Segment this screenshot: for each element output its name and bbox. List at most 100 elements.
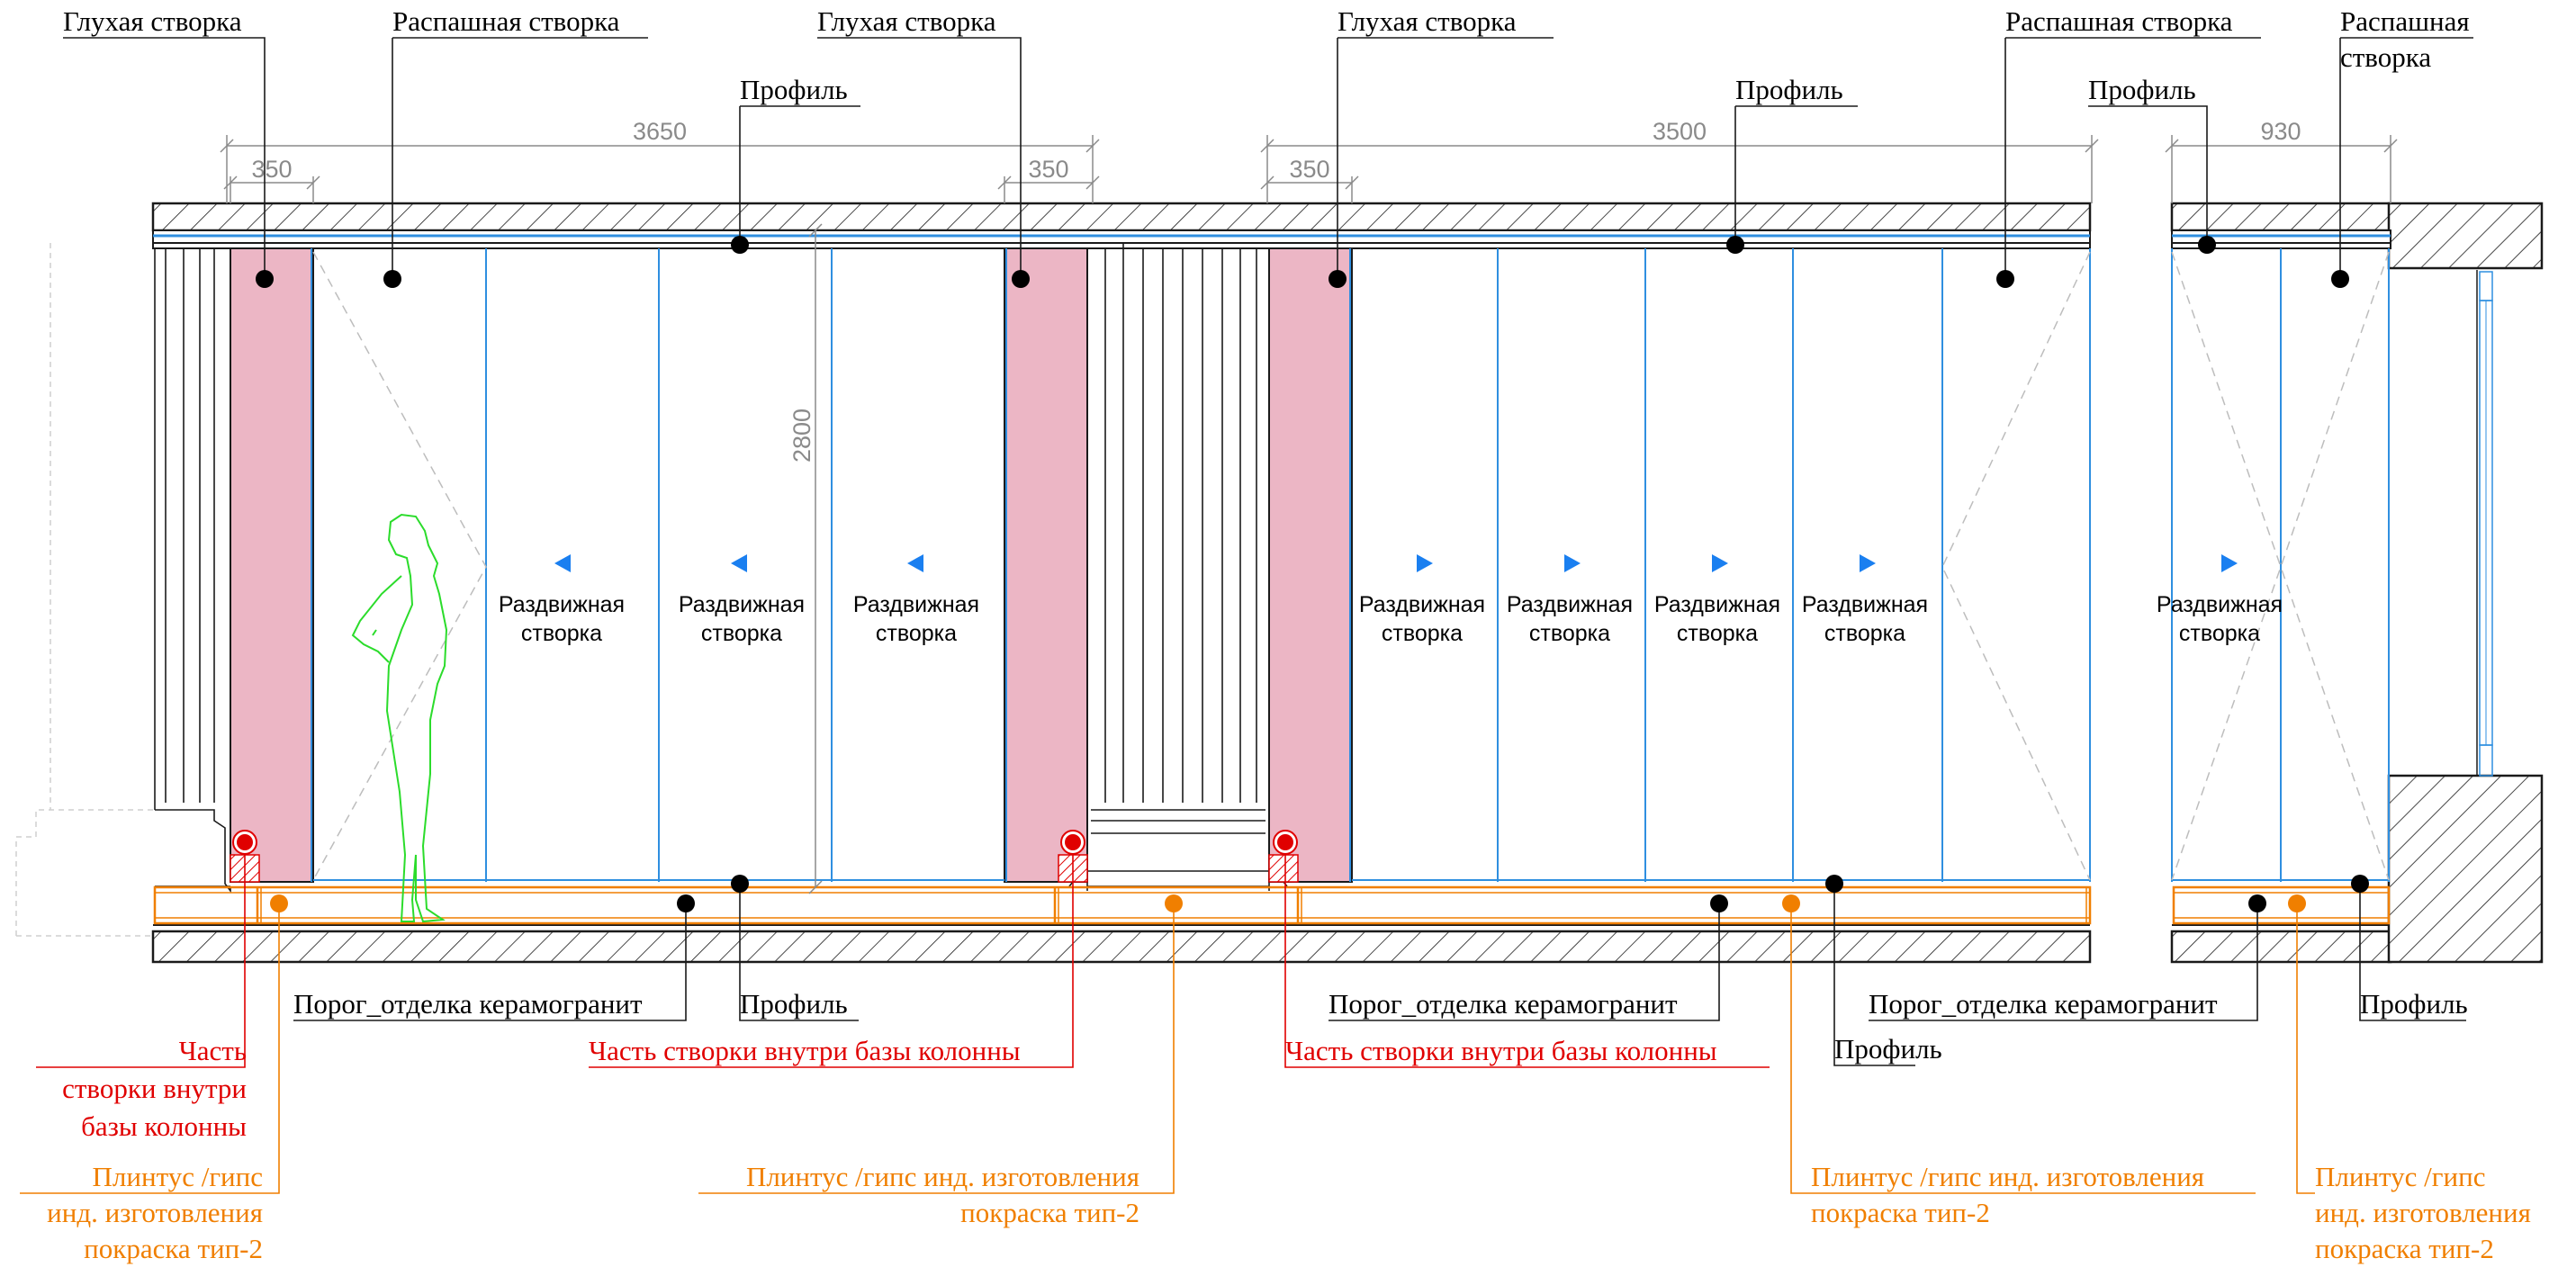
- ceiling-slab: [151, 202, 2544, 270]
- panel-label: створка: [1824, 621, 1905, 646]
- top-profile: [152, 229, 2391, 249]
- label-threshold-2: Порог_отделка керамогранит: [1329, 988, 1678, 1020]
- panel-label: Раздвижная: [1507, 592, 1633, 617]
- label-column-part-left: Часть: [179, 1035, 247, 1066]
- dimension-leaf-2: 350: [1028, 156, 1068, 183]
- floor-slab: [151, 924, 2392, 964]
- label-deaf-leaf-2: Глухая створка: [817, 5, 996, 37]
- marker-dot-orange: [270, 894, 288, 912]
- marker-dot: [2331, 270, 2349, 288]
- panel-label: Раздвижная: [1802, 592, 1928, 617]
- label-swing-leaf-2: Распашная створка: [2005, 5, 2233, 37]
- marker-dot: [2351, 875, 2369, 893]
- bottom-labels: Порог_отделка керамогранит Профиль Порог…: [47, 988, 2531, 1264]
- marker-dot: [731, 236, 749, 254]
- label-threshold-1: Порог_отделка керамогранит: [293, 988, 643, 1020]
- marker-dots: [232, 236, 2369, 912]
- label-plinth-left-line3: покраска тип-2: [84, 1233, 263, 1264]
- label-deaf-leaf-1: Глухая створка: [63, 5, 242, 37]
- panel-label: створка: [701, 621, 782, 646]
- human-figure: [351, 513, 448, 923]
- label-plinth-right-line2: покраска тип-2: [1811, 1197, 1990, 1228]
- label-plinth-left: Плинтус /гипс: [93, 1161, 263, 1192]
- dimension-span-1: 3650: [633, 118, 687, 145]
- marker-dot: [1825, 875, 1843, 893]
- label-plinth-mid-line2: покраска тип-2: [960, 1197, 1139, 1228]
- dimension-span-2: 3500: [1653, 118, 1707, 145]
- marker-dot: [1710, 894, 1728, 912]
- right-wall: [2387, 268, 2544, 964]
- marker-dot-orange: [2288, 894, 2306, 912]
- panel-label: створка: [1382, 621, 1463, 646]
- marker-dot-red: [1277, 834, 1293, 850]
- dimension-height: 2800: [788, 409, 815, 463]
- panel-label: створка: [876, 621, 957, 646]
- dimension-leaf-3: 350: [1289, 156, 1329, 183]
- column-left: [154, 248, 231, 894]
- panel-label: Раздвижная: [1359, 592, 1485, 617]
- label-plinth-mid: Плинтус /гипс инд. изготовления: [746, 1161, 1139, 1192]
- marker-dot-orange: [1165, 894, 1183, 912]
- fixed-leaf-2: [1004, 247, 1088, 883]
- panel-label: Раздвижная: [1654, 592, 1780, 617]
- slide-arrows: [554, 554, 2238, 572]
- marker-dot: [731, 875, 749, 893]
- marker-dot: [2248, 894, 2266, 912]
- label-deaf-leaf-3: Глухая створка: [1338, 5, 1517, 37]
- fixed-leaf-1: [230, 247, 314, 883]
- arrow-left-icon: [554, 554, 571, 572]
- leader-lines: [63, 37, 2473, 1066]
- marker-dot-red: [237, 834, 253, 850]
- swing-opening-lines: [312, 251, 2390, 881]
- dimension-leaf-1: 350: [251, 156, 292, 183]
- label-profile-top-1: Профиль: [740, 74, 848, 105]
- marker-dot: [1012, 270, 1030, 288]
- arrow-right-icon: [1417, 554, 1433, 572]
- column-middle: [1068, 243, 1288, 891]
- label-swing-leaf-3: Распашная: [2340, 5, 2470, 37]
- label-plinth-far-line3: покраска тип-2: [2315, 1233, 2494, 1264]
- top-labels: Глухая створка Распашная створка Глухая …: [63, 5, 2470, 105]
- label-profile-top-2: Профиль: [1735, 74, 1843, 105]
- arrow-right-icon: [2221, 554, 2238, 572]
- label-threshold-3: Порог_отделка керамогранит: [1869, 988, 2218, 1020]
- marker-dot: [2198, 236, 2216, 254]
- left-ghost-base: [15, 243, 153, 937]
- marker-dot: [383, 270, 401, 288]
- label-plinth-far-line2: инд. изготовления: [2315, 1197, 2531, 1228]
- arrow-right-icon: [1860, 554, 1876, 572]
- marker-dot: [256, 270, 274, 288]
- label-plinth-right: Плинтус /гипс инд. изготовления: [1811, 1161, 2204, 1192]
- threshold-band: [153, 885, 2391, 925]
- panel-label: створка: [521, 621, 602, 646]
- label-swing-leaf-3-line2: створка: [2340, 41, 2431, 73]
- panel-dividers: [485, 248, 2390, 882]
- fixed-leaf-3: [1268, 247, 1353, 883]
- dimension-span-3: 930: [2260, 118, 2301, 145]
- dimension-texts: 3650 350 350 3500 350 930 2800: [251, 118, 2301, 463]
- label-column-part-left-line2: створки внутри: [62, 1073, 247, 1104]
- arrow-left-icon: [731, 554, 747, 572]
- marker-dot-red: [1065, 834, 1081, 850]
- marker-dot: [1726, 236, 1744, 254]
- arrow-right-icon: [1564, 554, 1581, 572]
- marker-dot: [1996, 270, 2014, 288]
- arrow-left-icon: [907, 554, 923, 572]
- panel-label: Раздвижная: [679, 592, 805, 617]
- arrow-right-icon: [1712, 554, 1728, 572]
- panel-label: Раздвижная: [853, 592, 979, 617]
- panel-label: створка: [1677, 621, 1758, 646]
- marker-dot-orange: [1782, 894, 1800, 912]
- orange-leaders: [20, 903, 2315, 1194]
- panel-label: створка: [2179, 621, 2260, 646]
- panel-label: створка: [1529, 621, 1610, 646]
- label-plinth-far: Плинтус /гипс: [2315, 1161, 2485, 1192]
- label-plinth-left-line2: инд. изготовления: [47, 1197, 263, 1228]
- panel-label: Раздвижная: [499, 592, 625, 617]
- red-leaders: [36, 842, 1770, 1068]
- label-profile-bottom-1: Профиль: [740, 988, 848, 1020]
- label-profile-bottom-2: Профиль: [1834, 1033, 1942, 1065]
- label-column-part-left-line3: базы колонны: [81, 1110, 247, 1142]
- label-column-part-mid: Часть створки внутри базы колонны: [589, 1035, 1021, 1066]
